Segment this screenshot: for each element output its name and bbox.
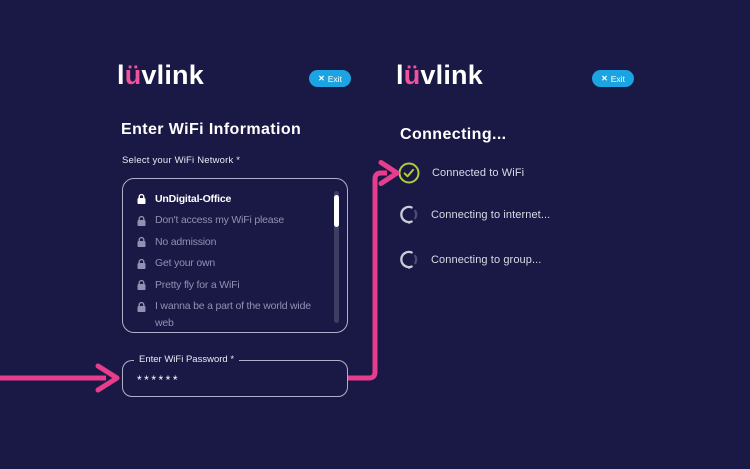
spinner-icon [400,205,418,224]
lock-icon [137,301,146,312]
luvlink-logo: lüvlink [396,62,483,89]
network-select-label: Select your WiFi Network * [122,155,241,166]
status-row-internet: Connecting to internet... [398,204,550,225]
list-scrollbar-thumb[interactable] [334,195,339,227]
exit-button-label: Exit [327,73,342,84]
luvlink-logo: lüvlink [117,62,204,89]
status-label: Connecting to group... [431,253,542,266]
arrow-connector-flow [348,170,387,381]
network-name: No admission [155,235,217,248]
exit-button-label: Exit [610,73,625,84]
network-list-item[interactable]: No admission [136,231,317,253]
password-field-value: ****** [137,373,181,387]
lock-icon [137,279,146,290]
exit-button[interactable]: ✕ Exit [592,70,634,87]
status-row-wifi: Connected to WiFi [398,162,524,184]
lock-icon [137,193,146,204]
logo-accent-u: ü [124,60,142,90]
network-list-item[interactable]: I wanna be a part of the world wide web [136,296,317,334]
logo-text: l [396,60,404,90]
network-name: Get your own [155,257,216,269]
logo-text: l [117,60,125,90]
logo-accent-u: ü [403,60,421,90]
page-title: Connecting... [400,126,507,143]
arrowhead-icon [378,160,400,186]
check-circle-icon [398,162,420,184]
network-name: Don't access my WiFi please [155,214,285,226]
network-name: I wanna be a part of the world wide web [155,300,311,329]
wifi-password-field[interactable]: Enter WiFi Password * ****** [122,354,348,397]
spinner-icon [400,250,418,269]
page-title: Enter WiFi Information [121,121,302,138]
exit-button[interactable]: ✕ Exit [309,70,351,87]
lock-icon [137,258,146,269]
status-label: Connected to WiFi [432,167,525,179]
password-field-label: Enter WiFi Password * [134,354,240,365]
close-icon: ✕ [318,73,325,83]
status-row-group: Connecting to group... [398,249,541,270]
network-list-item[interactable]: Pretty fly for a WiFi [136,274,317,296]
network-name: Pretty fly for a WiFi [155,278,240,291]
network-list-item[interactable]: Don't access my WiFi please [136,210,317,232]
lock-icon [137,236,146,247]
lock-icon [137,215,146,226]
close-icon: ✕ [601,73,608,83]
network-list-item[interactable]: UnDigital-Office [136,188,317,210]
logo-text: vlink [420,60,483,90]
wifi-network-list: UnDigital-Office Don't access my WiFi pl… [122,178,348,333]
network-name: UnDigital-Office [155,192,232,205]
network-list-item[interactable]: Get your own [136,253,317,275]
status-label: Connecting to internet... [431,208,551,221]
arrowhead-icon [95,363,120,393]
logo-text: vlink [141,60,204,90]
list-scrollbar-track[interactable] [334,191,339,323]
